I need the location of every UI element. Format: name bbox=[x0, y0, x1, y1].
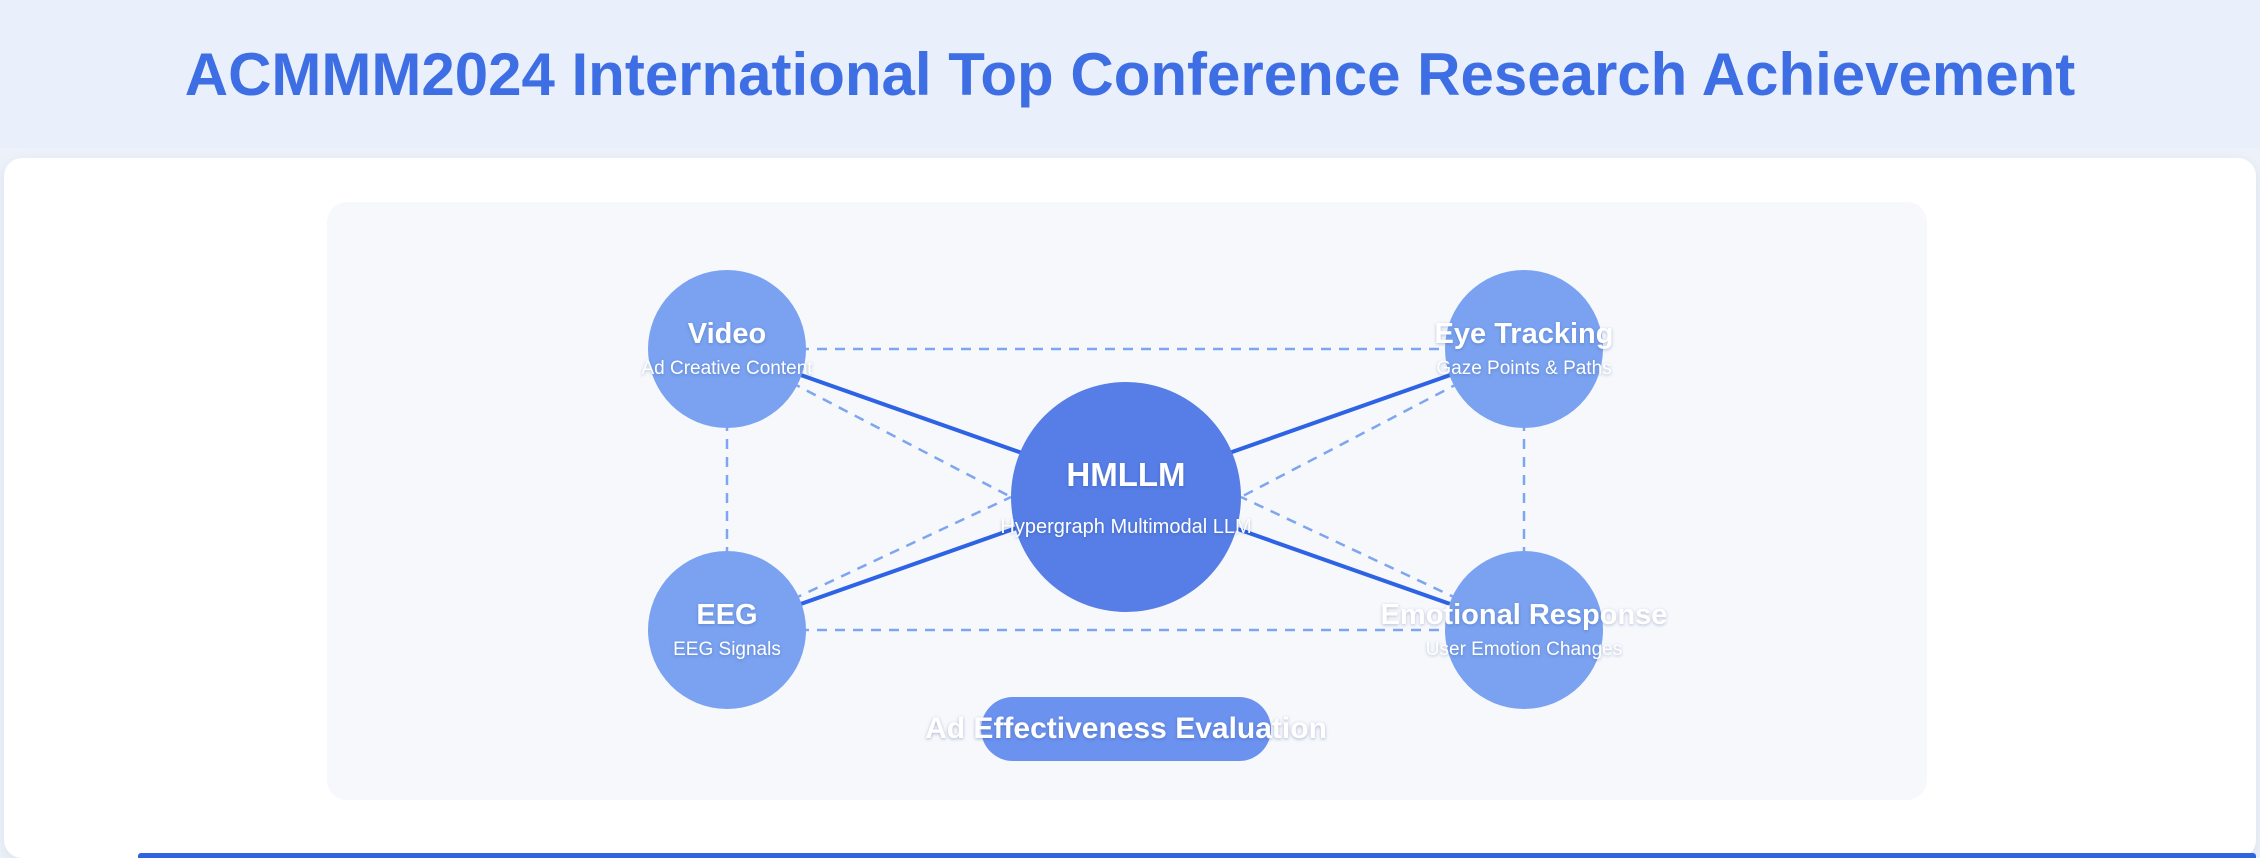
page-header: ACMMM2024 International Top Conference R… bbox=[0, 0, 2260, 148]
link-emotional-center-dashed bbox=[1240, 495, 1525, 632]
page-title: ACMMM2024 International Top Conference R… bbox=[184, 40, 2076, 108]
node-emotional-response-title: Emotional Response bbox=[1380, 599, 1668, 631]
node-video-subtitle: Ad Creative Content bbox=[641, 358, 813, 379]
next-section-edge bbox=[138, 853, 2256, 858]
diagram-panel: Video Ad Creative Content Eye Tracking G… bbox=[327, 202, 1927, 800]
node-eeg-subtitle: EEG Signals bbox=[673, 639, 781, 660]
node-hmllm-subtitle: Hypergraph Multimodal LLM bbox=[1000, 515, 1252, 538]
content-card: Video Ad Creative Content Eye Tracking G… bbox=[4, 158, 2256, 858]
node-eye-tracking: Eye Tracking Gaze Points & Paths bbox=[1435, 270, 1613, 428]
node-video-title: Video bbox=[687, 318, 767, 350]
node-hmllm-title: HMLLM bbox=[1066, 455, 1186, 493]
node-eeg: EEG EEG Signals bbox=[648, 551, 806, 709]
node-eye-tracking-subtitle: Gaze Points & Paths bbox=[1436, 358, 1612, 379]
node-eye-tracking-title: Eye Tracking bbox=[1434, 318, 1614, 350]
node-eeg-title: EEG bbox=[696, 599, 758, 631]
link-eeg-center-dashed bbox=[726, 495, 1012, 632]
node-emotional-response: Emotional Response User Emotion Changes bbox=[1381, 551, 1667, 709]
node-video: Video Ad Creative Content bbox=[641, 270, 813, 428]
node-emotional-response-subtitle: User Emotion Changes bbox=[1425, 639, 1623, 660]
ad-effectiveness-pill: Ad Effectiveness Evaluation bbox=[925, 697, 1327, 761]
node-hmllm-center: HMLLM Hypergraph Multimodal LLM bbox=[1000, 382, 1252, 612]
